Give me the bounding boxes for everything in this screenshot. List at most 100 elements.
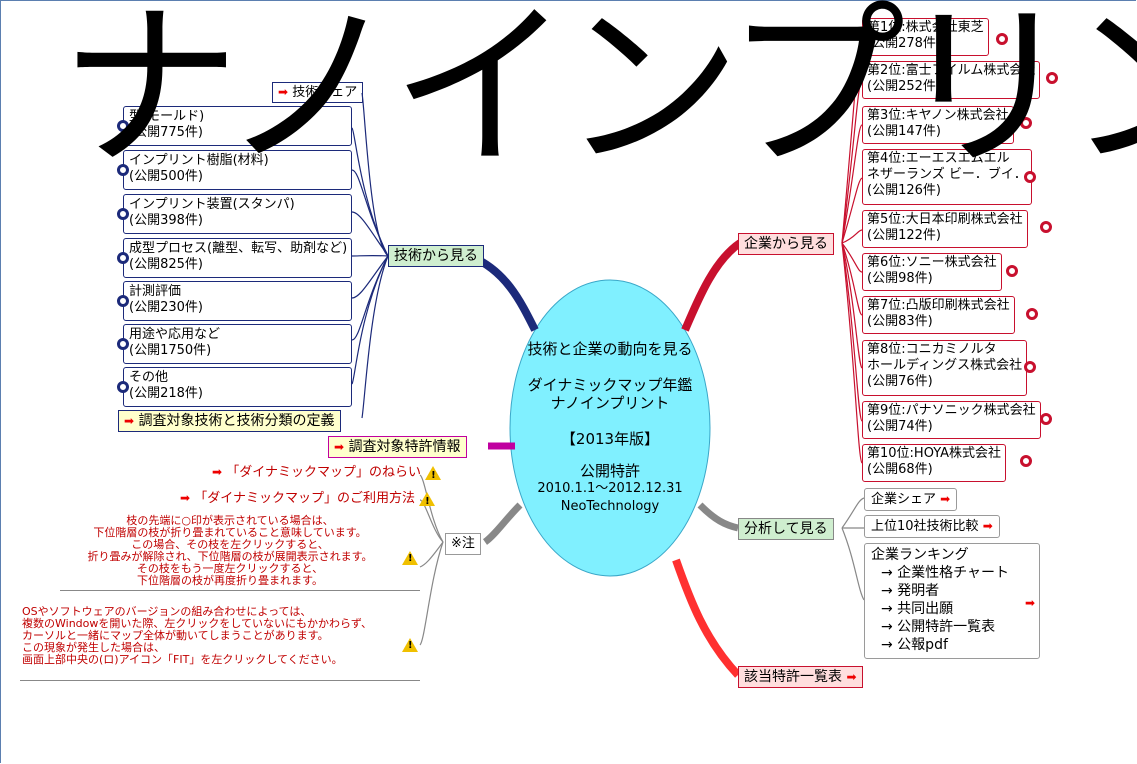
company-share-label: 企業シェア bbox=[871, 492, 937, 507]
tech-definition-link[interactable]: ➡ 調査対象技術と技術分類の定義 bbox=[118, 410, 341, 432]
company-name: 第5位:大日本印刷株式会社 bbox=[867, 212, 1023, 227]
tech-item-count: (公開500件) bbox=[129, 169, 203, 184]
expand-dot-icon[interactable] bbox=[1024, 171, 1036, 183]
tech-item-count: (公開218件) bbox=[129, 386, 203, 401]
company-count: (公開68件) bbox=[867, 462, 933, 477]
tech-item-name: インプリント装置(スタンパ) bbox=[129, 197, 295, 212]
company-name: 第1位:株式会社東芝 bbox=[867, 20, 984, 35]
company-name: 第10位:HOYA株式会社 bbox=[867, 446, 1002, 461]
company-name: 第8位:コニカミノルタ bbox=[867, 342, 997, 357]
company-count: (公開147件) bbox=[867, 124, 941, 139]
expand-dot-icon[interactable] bbox=[1020, 117, 1032, 129]
survey-info-link[interactable]: ➡ 調査対象特許情報 bbox=[328, 436, 467, 458]
tech-item-mold[interactable]: 型(モールド) (公開775件) bbox=[123, 106, 352, 146]
expand-dot-icon[interactable] bbox=[1040, 413, 1052, 425]
company-hub[interactable]: 企業から見る bbox=[738, 233, 834, 255]
expand-dot-icon[interactable] bbox=[117, 252, 129, 264]
expand-dot-icon[interactable] bbox=[996, 33, 1008, 45]
analysis-fan bbox=[841, 497, 865, 601]
expand-dot-icon[interactable] bbox=[1006, 265, 1018, 277]
tech-hub[interactable]: 技術から見る bbox=[388, 245, 484, 267]
company-rank-8[interactable]: 第8位:コニカミノルタ ホールディングス株式会社 (公開76件) bbox=[862, 340, 1028, 396]
tech-item-measure[interactable]: 計測評価 (公開230件) bbox=[123, 281, 352, 321]
company-rank-10[interactable]: 第10位:HOYA株式会社 (公開68件) bbox=[862, 444, 1007, 482]
arrow-icon: ➡ bbox=[124, 414, 135, 428]
arrow-icon: ➡ bbox=[212, 465, 223, 479]
arrow-icon: ➡ bbox=[180, 491, 191, 505]
ranking-item[interactable]: → 企業性格チャート bbox=[881, 565, 1010, 581]
company-name: 第4位:エーエスエムエル bbox=[867, 151, 1010, 166]
notes-window-text: OSやソフトウェアのバージョンの組み合わせによっては、 複数のWindowを開い… bbox=[22, 606, 402, 666]
ranking-item[interactable]: → 共同出願 bbox=[881, 601, 954, 617]
company-share-link[interactable]: 企業シェア ➡ bbox=[864, 488, 958, 511]
expand-dot-icon[interactable] bbox=[1020, 455, 1032, 467]
notes-usage-link[interactable]: ➡ 「ダイナミックマップ」のご利用方法 bbox=[180, 490, 436, 510]
center-period: 2010.1.1～2012.12.31 bbox=[537, 481, 683, 496]
patent-list-link[interactable]: 該当特許一覧表 ➡ bbox=[738, 666, 863, 688]
company-rank-7[interactable]: 第7位:凸版印刷株式会社 (公開83件) bbox=[862, 296, 1015, 334]
tech-item-other[interactable]: その他 (公開218件) bbox=[123, 367, 352, 407]
company-name: 第7位:凸版印刷株式会社 bbox=[867, 298, 1010, 313]
note-divider bbox=[20, 680, 420, 681]
expand-dot-icon[interactable] bbox=[117, 164, 129, 176]
arrow-icon: ➡ bbox=[982, 519, 993, 533]
ranking-item[interactable]: → 公報pdf bbox=[881, 637, 948, 653]
company-rank-1[interactable]: 第1位:株式会社東芝 (公開278件) bbox=[862, 18, 989, 56]
company-name-cont: ネザーランズ ビー．ブイ． bbox=[867, 167, 1027, 182]
expand-dot-icon[interactable] bbox=[1026, 308, 1038, 320]
center-line2: ナノインプリント bbox=[550, 394, 670, 412]
expand-dot-icon[interactable] bbox=[117, 381, 129, 393]
warning-icon bbox=[425, 465, 442, 484]
tech-item-name: 計測評価 bbox=[129, 284, 182, 299]
ranking-box[interactable]: 企業ランキング → 企業性格チャート → 発明者 → 共同出願 → 公開特許一覧… bbox=[864, 543, 1040, 659]
company-name: 第2位:富士フイルム株式会社 bbox=[867, 63, 1036, 78]
tech-item-count: (公開825件) bbox=[129, 257, 203, 272]
company-count: (公開98件) bbox=[867, 271, 933, 286]
branch-notes bbox=[482, 502, 523, 545]
company-rank-5[interactable]: 第5位:大日本印刷株式会社 (公開122件) bbox=[862, 210, 1028, 248]
top10-compare-link[interactable]: 上位10社技術比較 ➡ bbox=[864, 515, 1000, 538]
note-line: 折り畳みが解除され、下位階層の枝が展開表示されます。 bbox=[87, 550, 373, 563]
notes-hub[interactable]: ※注 bbox=[445, 533, 481, 555]
tech-item-application[interactable]: 用途や応用など (公開1750件) bbox=[123, 324, 352, 364]
expand-dot-icon[interactable] bbox=[117, 338, 129, 350]
center-label: 技術と企業の動向を見る ダイナミックマップ年鑑 ナノインプリント 【2013年版… bbox=[505, 340, 715, 516]
company-rank-4[interactable]: 第4位:エーエスエムエル ネザーランズ ビー．ブイ． (公開126件) bbox=[862, 149, 1032, 205]
tech-item-count: (公開398件) bbox=[129, 213, 203, 228]
expand-dot-icon[interactable] bbox=[117, 295, 129, 307]
tech-share-link[interactable]: ➡ 技術シェア bbox=[272, 82, 364, 103]
company-name-cont: ホールディングス株式会社 bbox=[867, 358, 1023, 373]
expand-dot-icon[interactable] bbox=[1024, 361, 1036, 373]
notes-aim-link[interactable]: ➡ 「ダイナミックマップ」のねらい bbox=[212, 464, 442, 484]
expand-dot-icon[interactable] bbox=[117, 120, 129, 132]
center-kind: 公開特許 bbox=[579, 462, 640, 480]
company-rank-6[interactable]: 第6位:ソニー株式会社 (公開98件) bbox=[862, 253, 1002, 291]
ranking-title: 企業ランキング bbox=[871, 547, 969, 563]
tech-item-process[interactable]: 成型プロセス(離型、転写、助剤など) (公開825件) bbox=[123, 238, 352, 278]
analysis-hub[interactable]: 分析して見る bbox=[738, 518, 834, 540]
note-line: 複数のWindowを開いた際、左クリックをしていないにもかかわらず、 bbox=[22, 617, 373, 630]
warning-icon bbox=[402, 638, 418, 652]
note-line: 画面上部中央の(ロ)アイコン「FIT」を左クリックしてください。 bbox=[22, 653, 343, 666]
tech-item-resin[interactable]: インプリント樹脂(材料) (公開500件) bbox=[123, 150, 352, 190]
notes-usage-label: 「ダイナミックマップ」のご利用方法 bbox=[194, 491, 415, 506]
expand-dot-icon[interactable] bbox=[117, 208, 129, 220]
ranking-item[interactable]: → 発明者 bbox=[881, 583, 940, 599]
expand-dot-icon[interactable] bbox=[1046, 72, 1058, 84]
arrow-icon: ➡ bbox=[846, 670, 857, 684]
tech-definition-label: 調査対象技術と技術分類の定義 bbox=[138, 413, 335, 429]
tech-item-stamper[interactable]: インプリント装置(スタンパ) (公開398件) bbox=[123, 194, 352, 234]
branch-company bbox=[681, 239, 743, 332]
company-rank-9[interactable]: 第9位:パナソニック株式会社 (公開74件) bbox=[862, 401, 1041, 439]
branch-tech bbox=[468, 252, 539, 332]
company-rank-2[interactable]: 第2位:富士フイルム株式会社 (公開252件) bbox=[862, 61, 1041, 99]
company-count: (公開126件) bbox=[867, 183, 941, 198]
tech-item-name: 用途や応用など bbox=[129, 327, 221, 342]
ranking-item[interactable]: → 公開特許一覧表 bbox=[881, 619, 996, 635]
note-line: カーソルと一緒にマップ全体が動いてしまうことがあります。 bbox=[22, 629, 329, 642]
center-edition: 【2013年版】 bbox=[560, 430, 660, 448]
company-rank-3[interactable]: 第3位:キヤノン株式会社 (公開147件) bbox=[862, 106, 1014, 144]
expand-dot-icon[interactable] bbox=[1040, 221, 1052, 233]
note-divider bbox=[60, 590, 420, 591]
